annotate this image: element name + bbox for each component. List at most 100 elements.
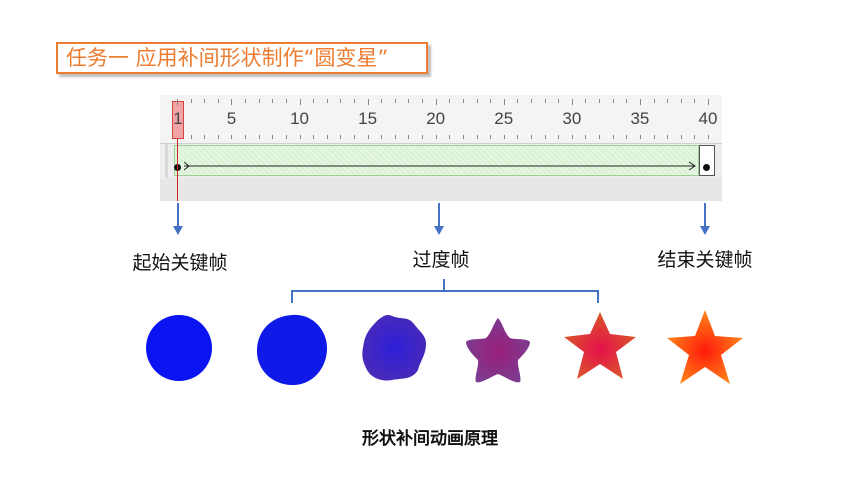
tween-frames-label: 过度帧 (412, 249, 470, 271)
tween-arrow-head (434, 226, 444, 235)
ruler-number: 20 (426, 109, 446, 128)
soft-star-shape (466, 318, 530, 383)
end-arrow-shaft (704, 203, 706, 226)
ruler-tick (245, 99, 247, 103)
blob-shape (362, 315, 427, 381)
ruler-tick (694, 99, 696, 103)
ruler-tick-bottom (558, 135, 560, 139)
ruler-tick (612, 99, 614, 103)
ruler-tick-bottom (503, 135, 505, 139)
ruler-tick-bottom (626, 135, 628, 139)
ruler-tick (585, 99, 587, 103)
shapes-row (146, 310, 743, 386)
ruler-tick (381, 99, 383, 103)
ruler-tick (544, 99, 546, 103)
shape-tween-span[interactable] (174, 145, 699, 176)
ruler-tick (231, 99, 233, 105)
ruler-tick (626, 99, 628, 103)
ruler-tick-bottom (231, 135, 233, 139)
ruler-tick (394, 99, 396, 103)
ruler-tick (708, 99, 709, 105)
ruler-tick (531, 99, 532, 103)
final-star-shape (667, 310, 743, 384)
ruler-tick (217, 99, 219, 103)
ruler-tick (599, 99, 601, 103)
ruler-tick (503, 99, 505, 105)
ruler-tick-bottom (612, 135, 614, 139)
ruler-tick-bottom (531, 135, 532, 139)
ruler-tick-bottom (299, 135, 301, 139)
star-shape (564, 312, 636, 379)
ruler-tick-bottom (394, 135, 396, 139)
ruler-tick-bottom (571, 135, 573, 139)
diagram-caption: 形状补间动画原理 (362, 429, 498, 449)
track-divider (165, 144, 168, 178)
playhead-handle[interactable] (172, 101, 184, 139)
tween-arrow (184, 161, 696, 171)
ruler-tick-bottom (340, 135, 342, 139)
bracket-notch (443, 279, 445, 291)
start-arrow-shaft (177, 203, 179, 226)
ruler-tick (449, 99, 451, 103)
bracket-horizontal (292, 290, 599, 292)
ruler-tick-bottom (599, 135, 601, 139)
ruler-tick-bottom (313, 135, 315, 139)
ruler-tick (517, 99, 519, 103)
ruler-tick-bottom (490, 135, 492, 139)
end-keyframe-cell[interactable] (699, 145, 715, 176)
ruler-tick (653, 99, 655, 103)
ruler-tick-bottom (422, 135, 424, 139)
bracket-right-leg (597, 290, 599, 303)
ruler-number: 35 (630, 109, 650, 128)
ruler-tick (285, 99, 287, 103)
ruler-tick-bottom (708, 135, 709, 139)
ruler-tick (177, 99, 178, 105)
ruler-tick-bottom (272, 135, 274, 139)
ruler-tick (490, 99, 492, 103)
ruler-tick-bottom (190, 135, 192, 139)
ruler-tick-bottom (449, 135, 451, 139)
ruler-tick (272, 99, 274, 103)
ruler-tick (326, 99, 328, 103)
ruler-tick (204, 99, 206, 103)
ruler-tick (190, 99, 192, 103)
ruler-tick (408, 99, 410, 103)
ruler-tick (354, 99, 355, 103)
ruler-tick (667, 99, 669, 103)
ruler-tick (422, 99, 424, 103)
end-arrow-head (700, 226, 710, 235)
ruler-tick (340, 99, 342, 103)
ruler-tick (258, 99, 260, 103)
ruler-tick (313, 99, 315, 103)
ruler-tick-bottom (639, 135, 641, 139)
ruler-tick-bottom (217, 135, 219, 139)
title-banner: 任务一 应用补间形状制作“圆变星” (56, 42, 428, 74)
start-keyframe-label: 起始关键帧 (132, 252, 228, 274)
frame-ruler[interactable] (160, 95, 722, 144)
ruler-number: 30 (562, 109, 582, 128)
ruler-tick (680, 99, 682, 103)
ruler-tick-bottom (258, 135, 260, 139)
rough-circle-shape (256, 314, 328, 386)
ruler-tick (639, 99, 641, 105)
ruler-number: 25 (494, 109, 514, 128)
ruler-tick-bottom (462, 135, 464, 139)
bracket-left-leg (291, 290, 293, 303)
ruler-tick-bottom (667, 135, 669, 139)
ruler-tick (462, 99, 464, 103)
end-keyframe-dot (703, 164, 710, 171)
ruler-tick-bottom (204, 135, 206, 139)
ruler-tick-bottom (680, 135, 682, 139)
ruler-tick-bottom (476, 135, 478, 139)
ruler-tick-bottom (694, 135, 696, 139)
ruler-tick-bottom (544, 135, 546, 139)
ruler-tick-bottom (408, 135, 410, 139)
ruler-tick-bottom (653, 135, 655, 139)
ruler-tick (476, 99, 478, 103)
ruler-tick-bottom (381, 135, 383, 139)
ruler-tick-bottom (367, 135, 369, 139)
timeline-lower-row (160, 179, 722, 201)
ruler-tick-bottom (435, 135, 437, 139)
